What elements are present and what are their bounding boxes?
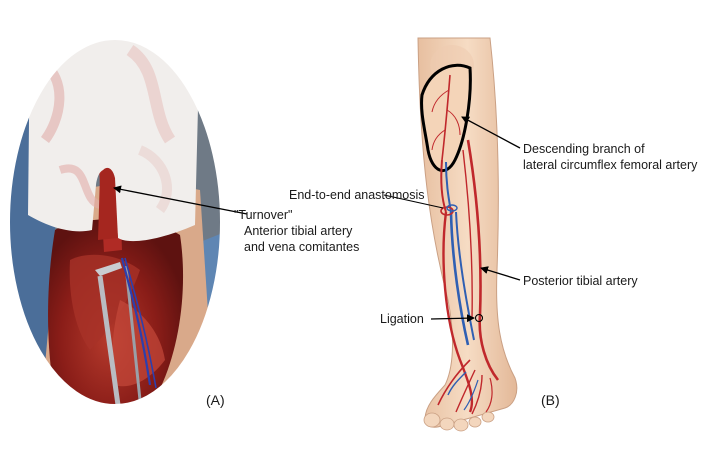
- descending-branch-label-line2: lateral circumflex femoral artery: [523, 158, 698, 172]
- anastomosis-leader: [383, 194, 444, 209]
- posterior-tibial-arrow: [480, 266, 521, 281]
- turnover-label-line2: Anterior tibial artery: [244, 224, 353, 238]
- panel-a-label: (A): [206, 392, 225, 408]
- turnover-label-line1: "Turnover": [234, 208, 293, 222]
- panel-b-label: (B): [541, 392, 560, 408]
- turnover-arrow: [113, 185, 248, 215]
- descending-branch-arrow: [461, 116, 521, 149]
- ligation-arrow: [430, 314, 475, 323]
- photo-frame: [8, 38, 222, 406]
- leg-illustration: [417, 37, 518, 432]
- ligation-label: Ligation: [380, 312, 424, 326]
- end-to-end-label: End-to-end anastomosis: [289, 188, 425, 202]
- surgical-photo: [9, 39, 221, 405]
- descending-branch-label-line1: Descending branch of: [523, 142, 645, 156]
- turnover-label-line3: and vena comitantes: [244, 240, 360, 254]
- posterior-tibial-label: Posterior tibial artery: [523, 274, 638, 288]
